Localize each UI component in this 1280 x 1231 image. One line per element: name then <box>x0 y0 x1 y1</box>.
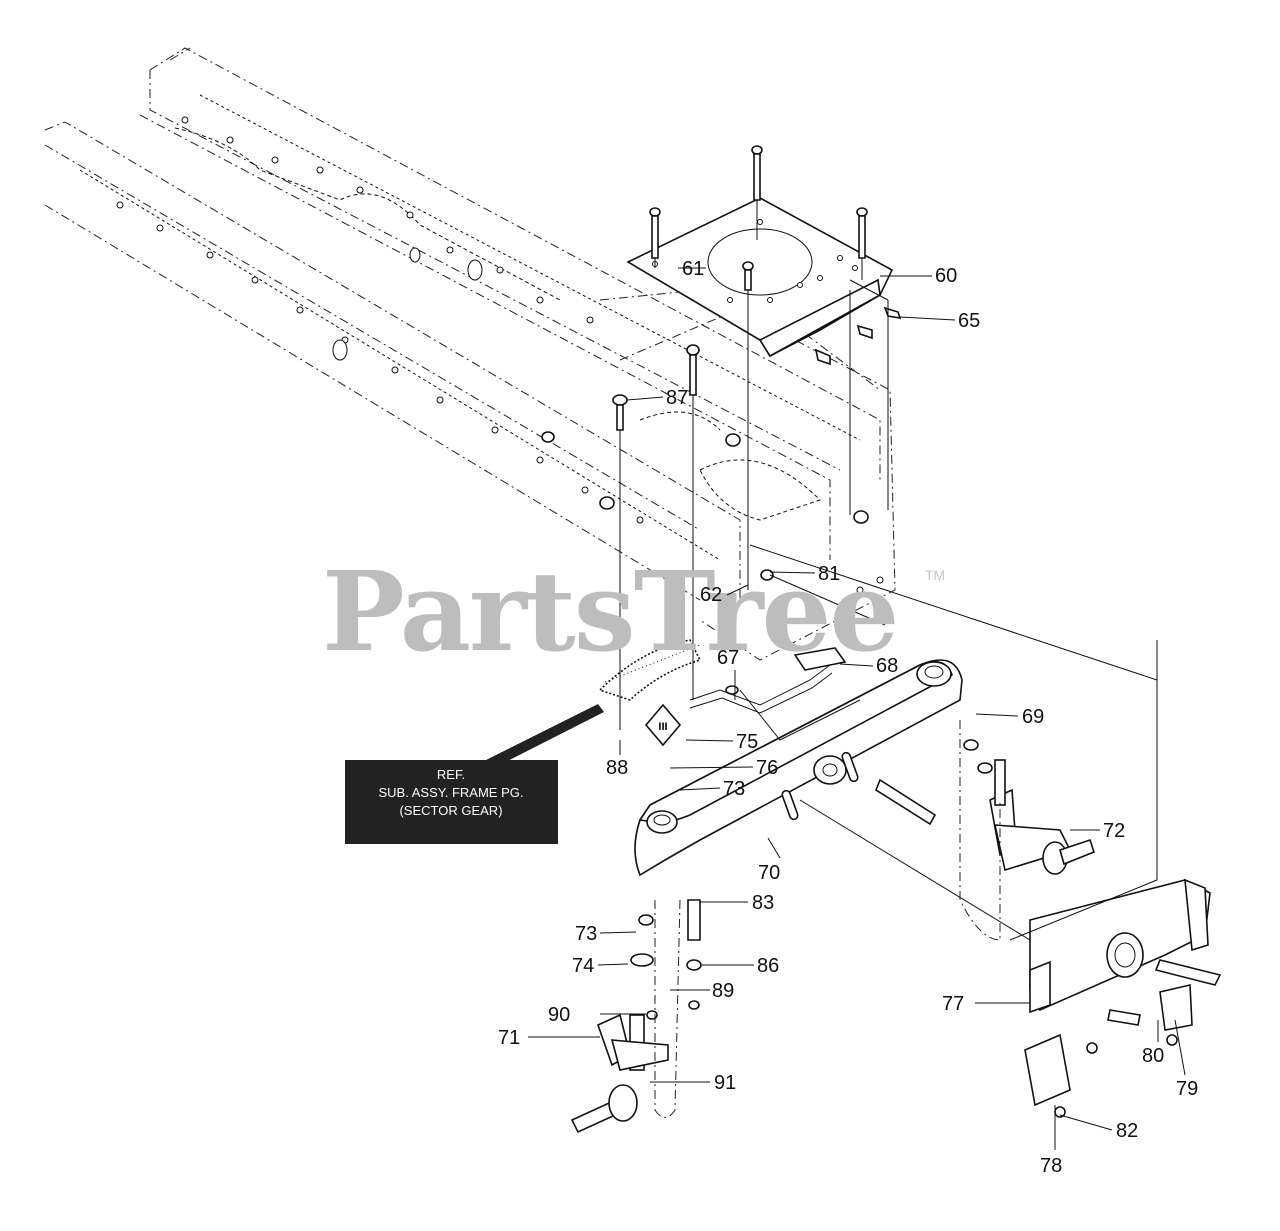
callout-labels: 60 61 62 65 67 68 69 70 71 72 73 73 74 7… <box>498 258 1198 1177</box>
callout-81: 81 <box>818 563 840 585</box>
callout-82: 82 <box>1116 1120 1138 1142</box>
callout-77: 77 <box>942 993 964 1015</box>
callout-87: 87 <box>666 387 688 409</box>
watermark-brand: PartsTree <box>322 547 898 676</box>
reference-line-2: SUB. ASSY. FRAME PG. <box>379 785 524 800</box>
watermark-trademark: TM <box>925 567 945 583</box>
reference-line-1: REF. <box>437 767 465 782</box>
bracket-icon <box>1009 640 1222 1118</box>
callout-86: 86 <box>757 955 779 977</box>
svg-text:III: III <box>658 721 667 733</box>
watermark: PartsTree TM <box>322 547 945 676</box>
sector-gear-icon <box>598 639 702 701</box>
callout-70: 70 <box>758 862 780 884</box>
spindle-icon <box>959 720 1095 941</box>
reference-line-3: (SECTOR GEAR) <box>399 803 502 818</box>
assembly-guide-lines <box>749 544 1158 941</box>
callout-67: 67 <box>717 647 739 669</box>
bolt-icon <box>612 145 902 730</box>
callout-62: 62 <box>700 584 722 606</box>
callout-76: 76 <box>756 757 778 779</box>
callout-80: 80 <box>1142 1045 1164 1067</box>
callout-65: 65 <box>958 310 980 332</box>
callout-68: 68 <box>876 655 898 677</box>
callout-69: 69 <box>1022 706 1044 728</box>
axle-beam-icon <box>634 659 963 877</box>
callout-75: 75 <box>736 731 758 753</box>
callout-83: 83 <box>752 892 774 914</box>
spindle-icon <box>570 899 702 1134</box>
callout-leaders <box>528 267 1186 1150</box>
callout-78: 78 <box>1040 1155 1062 1177</box>
decal-icon: III <box>644 703 682 747</box>
steering-plate-icon <box>626 197 894 358</box>
callout-73-lower: 73 <box>575 923 597 945</box>
callout-73-upper: 73 <box>723 778 745 800</box>
callout-89: 89 <box>712 980 734 1002</box>
reference-box: REF. SUB. ASSY. FRAME PG. (SECTOR GEAR) <box>345 704 604 844</box>
callout-88: 88 <box>606 757 628 779</box>
callout-71: 71 <box>498 1027 520 1049</box>
callout-79: 79 <box>1176 1078 1198 1100</box>
callout-91: 91 <box>714 1072 736 1094</box>
callout-72: 72 <box>1103 820 1125 842</box>
callout-90: 90 <box>548 1004 570 1026</box>
callout-60: 60 <box>935 265 957 287</box>
callout-61: 61 <box>682 258 704 280</box>
callout-74: 74 <box>572 955 594 977</box>
